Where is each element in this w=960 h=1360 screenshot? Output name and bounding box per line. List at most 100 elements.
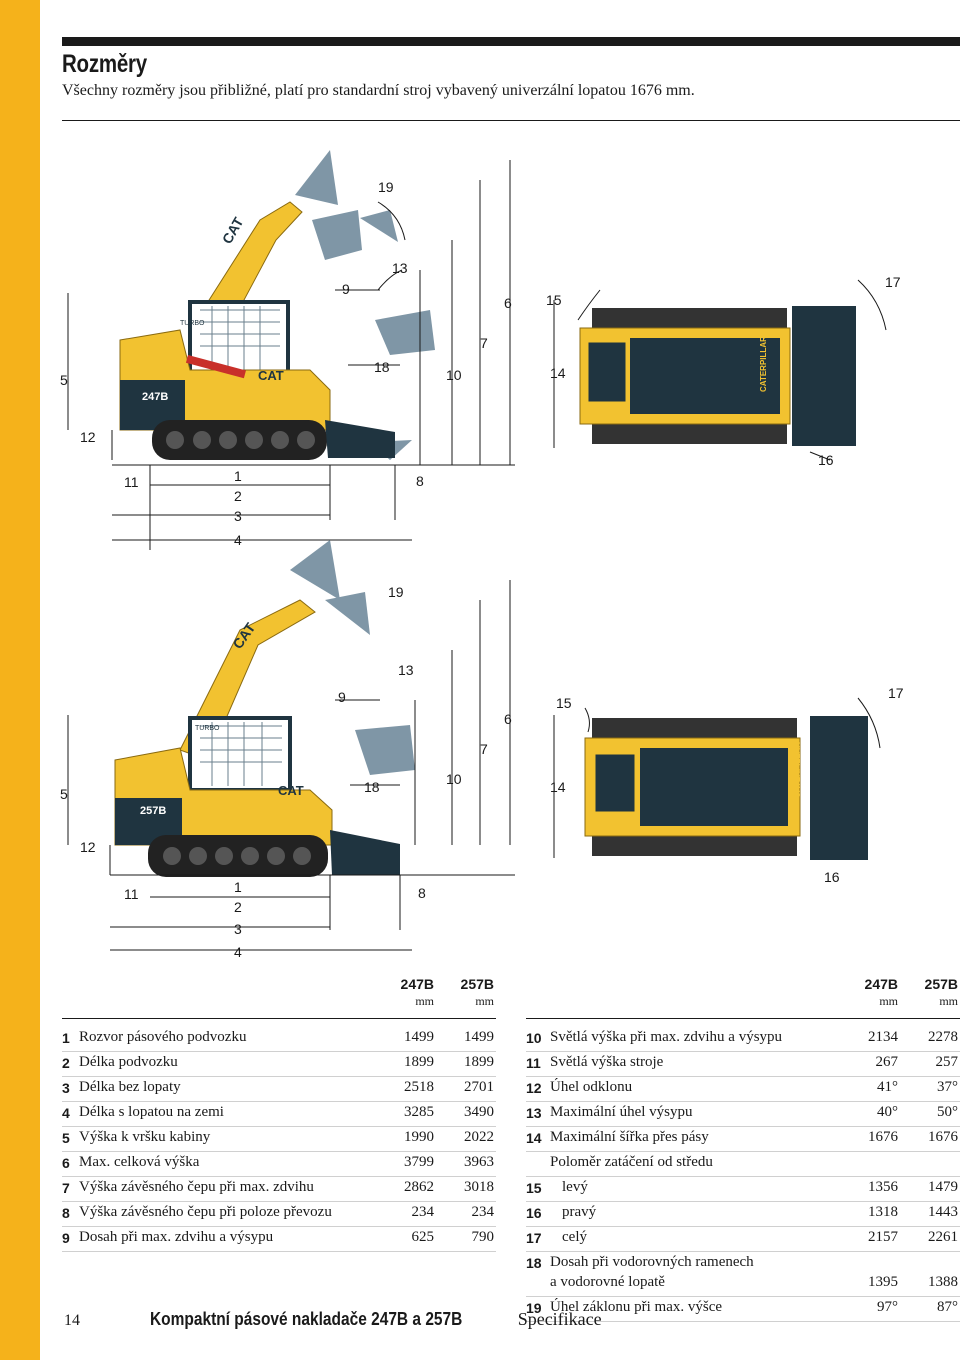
unit-247b: mm: [879, 994, 898, 1008]
callout-11-247b: 11: [124, 474, 139, 490]
table-row: 19 Úhel záklonu při max. výšce 97° 87°: [526, 1297, 960, 1322]
callout-18-247b: 18: [374, 359, 390, 375]
value-247b: 1356: [868, 1179, 898, 1195]
callout-10-247b: 10: [446, 367, 462, 383]
row-number: 15: [526, 1180, 542, 1196]
table-row: 18 Dosah při vodorovných ramenech a vodo…: [526, 1252, 960, 1297]
dimension-lines-257b: [67, 580, 881, 951]
diagram-247b-side: CAT 247B CAT TURBO: [119, 150, 435, 460]
value-257b: 1899: [464, 1054, 494, 1070]
bucket-raised-257b: [290, 540, 340, 600]
top-track-lower-247b: [592, 422, 787, 444]
callout-9-257b: 9: [338, 689, 346, 705]
callout-16-247b: 16: [818, 452, 834, 468]
turbo-label-257b: TURBO: [195, 725, 220, 732]
value-257b: 1676: [928, 1129, 958, 1145]
value-247b: 97°: [877, 1299, 898, 1315]
footer-title-regular: Specifikace: [517, 1309, 602, 1329]
table-row: 15 levý 1356 1479: [526, 1177, 960, 1202]
col-header-247b: 247B: [864, 976, 898, 992]
value-247b: 3799: [404, 1154, 434, 1170]
turbo-label-247b: TURBO: [180, 320, 205, 327]
value-247b: 2518: [404, 1079, 434, 1095]
row-number: 6: [62, 1155, 70, 1171]
unit-257b: mm: [939, 994, 958, 1008]
callout-5-257b: 5: [60, 786, 68, 802]
unit-header: mm mm: [526, 992, 960, 1019]
callout-17-257b: 17: [888, 685, 904, 701]
callout-5-247b: 5: [60, 372, 68, 388]
row-number: 5: [62, 1130, 70, 1146]
row-number: 8: [62, 1205, 70, 1221]
row-number: 14: [526, 1130, 542, 1146]
value-247b: 40°: [877, 1104, 898, 1120]
unit-header: mm mm: [62, 992, 496, 1019]
table-row: 12 Úhel odklonu 41° 37°: [526, 1077, 960, 1102]
bucket-ground-257b: [330, 830, 400, 875]
value-257b: 1479: [928, 1179, 958, 1195]
callout-15-257b: 15: [556, 695, 572, 711]
bucket-raised-247b: [295, 150, 338, 205]
bucket-mid-247b: [375, 310, 435, 355]
value-247b: 1318: [868, 1204, 898, 1220]
subheading-label: Poloměr zatáčení od středu: [550, 1154, 713, 1170]
row-label: Výška k vršku kabiny: [79, 1129, 211, 1145]
top-track-upper-257b: [592, 718, 797, 740]
row-label-line2: a vodorovné lopatě: [550, 1274, 665, 1290]
value-257b: 1443: [928, 1204, 958, 1220]
col-header-247b: 247B: [400, 976, 434, 992]
row-number: 9: [62, 1230, 70, 1246]
diagram-257b-top: CATERPILLAR: [584, 716, 868, 860]
table-row: 5 Výška k vršku kabiny 1990 2022: [62, 1127, 496, 1152]
callout-8-257b: 8: [418, 885, 426, 901]
callout-4-257b: 4: [234, 944, 242, 960]
callout-2-257b: 2: [234, 899, 242, 915]
footer-title-bold: Kompaktní pásové nakladače 247B a 257B: [150, 1309, 463, 1329]
row-label: Světlá výška stroje: [550, 1054, 664, 1070]
row-number: 1: [62, 1030, 70, 1046]
diagram-247b-top: CATERPILLAR: [579, 306, 856, 446]
side-accent-bar: [0, 0, 40, 1360]
col-header-257b: 257B: [924, 976, 958, 992]
callout-16-257b: 16: [824, 869, 840, 885]
callout-6-247b: 6: [504, 295, 512, 311]
row-label: Max. celková výška: [79, 1154, 200, 1170]
model-label-257b: 257B: [140, 805, 166, 817]
row-label: Rozvor pásového podvozku: [79, 1029, 247, 1045]
callout-7-247b: 7: [480, 335, 488, 351]
footer-title: Kompaktní pásové nakladače 247B a 257B S…: [150, 1309, 602, 1330]
body-brand-257b: CAT: [278, 783, 304, 798]
subtitle-rule: [62, 120, 960, 121]
table-header: 247B 257B: [62, 972, 496, 992]
value-247b: 1990: [404, 1129, 434, 1145]
value-247b: 267: [875, 1054, 899, 1070]
callout-3-257b: 3: [234, 921, 242, 937]
track-257b: [148, 835, 328, 877]
dimension-lines-247b: [67, 160, 887, 550]
blade-label-257b: CATERPILLAR: [793, 742, 802, 798]
spec-table-right: 247B 257B mm mm 10 Světlá výška při max.…: [526, 972, 960, 1322]
bucket-ground-247b: [325, 420, 395, 458]
value-247b: 2134: [868, 1029, 898, 1045]
header-rule: [62, 37, 960, 46]
callout-14-247b: 14: [550, 365, 566, 381]
bucket-dump-247b: [312, 210, 362, 260]
value-257b: 2022: [464, 1129, 494, 1145]
top-cab-257b: [640, 748, 788, 826]
dimension-diagrams: CAT 247B CAT TURBO: [60, 150, 904, 960]
table-row: 14 Maximální šířka přes pásy 1676 1676: [526, 1127, 960, 1152]
value-257b: 2278: [928, 1029, 958, 1045]
top-seat-247b: [587, 341, 627, 403]
callout-13-257b: 13: [398, 662, 414, 678]
value-257b: 50°: [937, 1104, 958, 1120]
row-label: Výška závěsného čepu při max. zdvihu: [79, 1179, 314, 1195]
top-cab-247b: [630, 338, 780, 414]
callout-19-257b: 19: [388, 584, 404, 600]
callout-4-247b: 4: [234, 532, 242, 548]
callout-13-247b: 13: [392, 260, 408, 276]
row-number: 10: [526, 1030, 542, 1046]
row-label: pravý: [562, 1204, 597, 1220]
row-label: Dosah při max. zdvihu a výsypu: [79, 1229, 274, 1245]
col-header-257b: 257B: [460, 976, 494, 992]
